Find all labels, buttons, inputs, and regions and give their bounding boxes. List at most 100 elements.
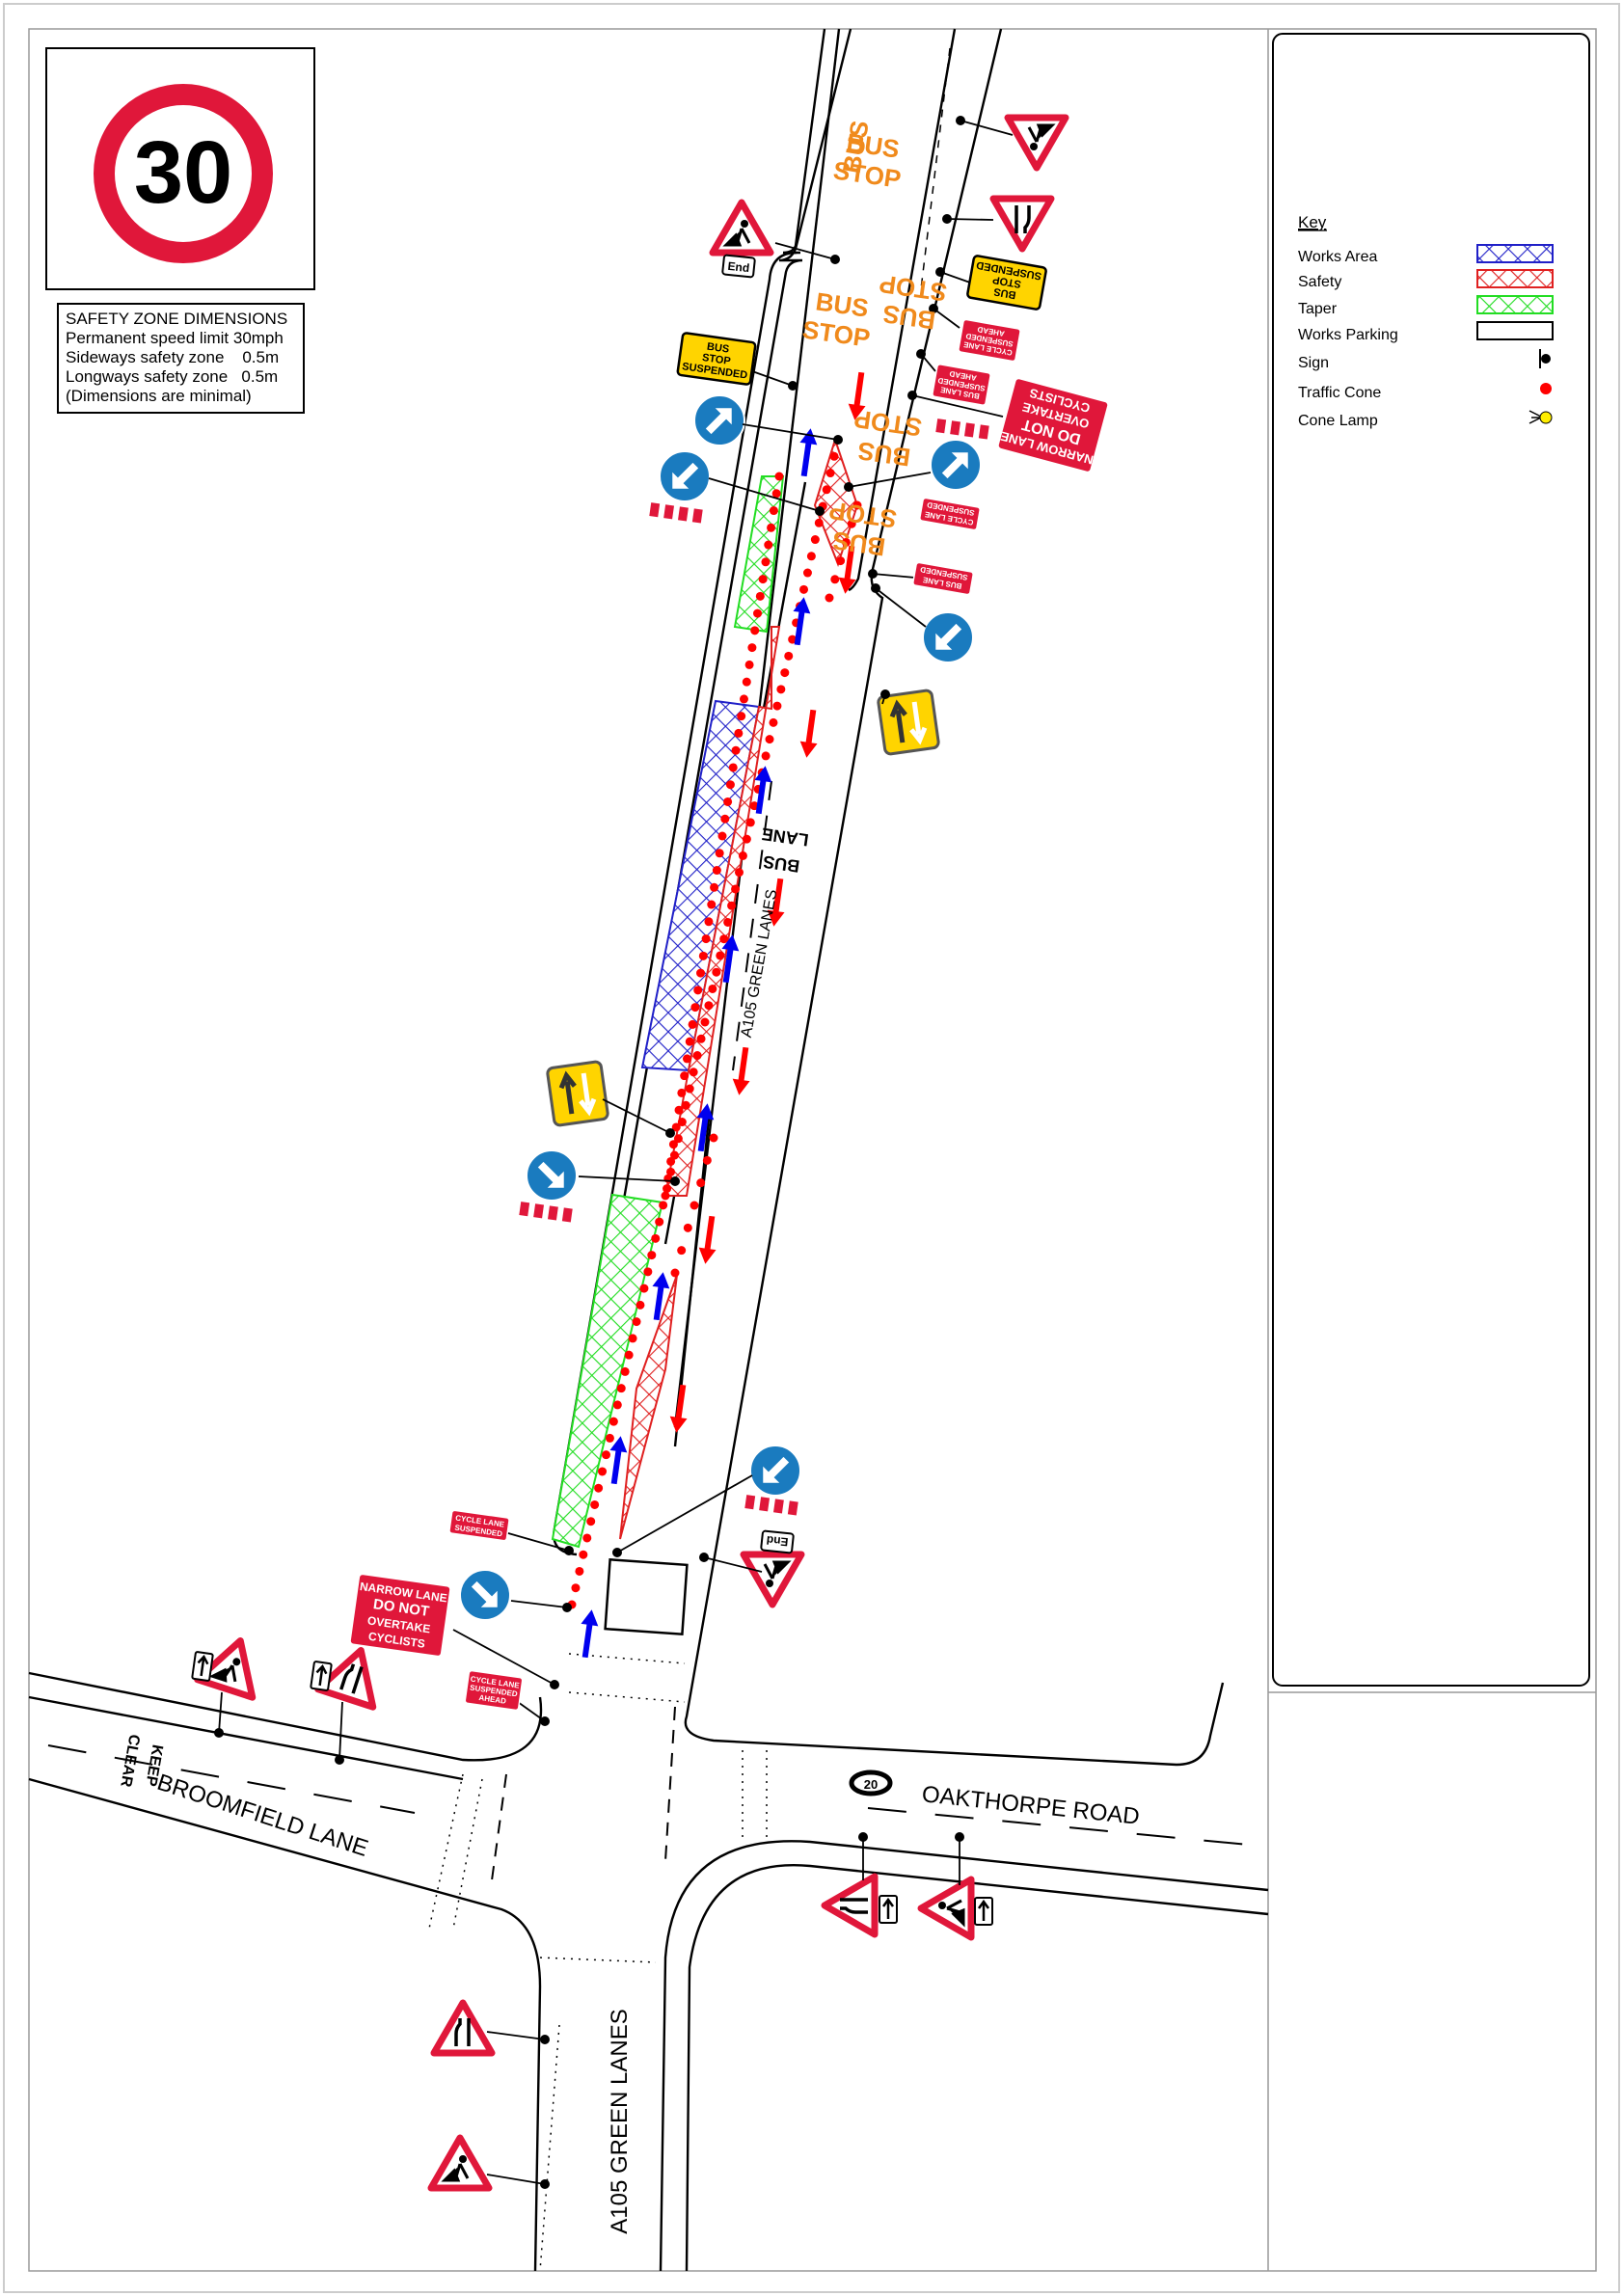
sign-post: [562, 1603, 572, 1612]
warning-triangle: [740, 1551, 805, 1608]
arrow-shape: [848, 371, 866, 420]
traffic-cone: [643, 1267, 653, 1277]
traffic-cone: [727, 901, 737, 910]
sign-text: BUS: [993, 285, 1017, 301]
traffic-cone: [677, 1088, 687, 1097]
sign-text: STOP: [701, 352, 731, 367]
traffic-cone: [702, 1155, 712, 1165]
sign-leader-line: [338, 1701, 343, 1761]
traffic-cone: [696, 968, 706, 978]
traffic-cone: [731, 884, 741, 894]
speed-20-roundel: 20: [849, 1769, 893, 1796]
traffic-cone: [780, 668, 790, 678]
sign-post: [540, 2035, 550, 2044]
sign-text: AHEAD: [478, 1693, 507, 1706]
arrow-shape: [669, 1384, 688, 1433]
key-label: Taper: [1298, 301, 1338, 317]
ahead-arrow-plate: [310, 1661, 333, 1691]
arrow-up-icon: [881, 1897, 895, 1919]
keep-left-sign: [459, 1569, 511, 1621]
works-area-swatch: [1476, 244, 1554, 263]
traffic-cone: [720, 814, 730, 824]
roadworks-icon: [938, 1902, 946, 1909]
traffic-cone: [814, 518, 824, 527]
arrow-shape: [537, 1161, 564, 1188]
sign-post: [670, 1176, 680, 1186]
arrow-shape: [838, 545, 856, 594]
traffic-cone: [647, 1251, 657, 1260]
arrow-icon: [935, 623, 962, 650]
traffic-cone: [745, 818, 755, 827]
keep-left-sign: [526, 1149, 578, 1202]
arrow-icon: [941, 452, 968, 479]
warning-triangle: [709, 199, 774, 257]
sign-text: End: [727, 259, 750, 275]
roadworks-warning-sign: [709, 199, 774, 257]
traffic-cone-icon: [1540, 383, 1552, 394]
traffic-cone: [744, 660, 754, 669]
road-narrows-icon: [840, 1898, 868, 1914]
sign-leader-line: [708, 477, 821, 512]
traffic-cone: [670, 1268, 680, 1278]
roadworks-icon: [441, 2163, 470, 2182]
end-plate: End: [721, 254, 756, 279]
sign-leader-line: [751, 370, 794, 387]
arrow-up-icon: [197, 1654, 209, 1677]
narrow-lane-sign: NARROW LANE DO NOT OVERTAKE CYCLISTS: [996, 377, 1110, 473]
traffic-cone: [661, 1191, 670, 1201]
sign-post: [929, 304, 938, 313]
traffic-cone: [767, 523, 776, 532]
sign-post-icon: [1539, 349, 1551, 368]
traffic-cone: [651, 1233, 661, 1243]
traffic-cone: [680, 1071, 690, 1081]
key-label: Sign: [1298, 355, 1329, 371]
barrier-stripe: [950, 420, 961, 436]
traffic-cone: [799, 584, 809, 594]
arrow-icon: [537, 1161, 564, 1188]
sign-post: [844, 482, 853, 492]
bus-lane-marking: BUS: [762, 851, 800, 876]
traffic-cone: [836, 556, 846, 566]
warning-triangle: [430, 1999, 496, 2057]
sign-leader-line: [578, 1175, 676, 1182]
arrow-shape: [696, 1103, 715, 1152]
traffic-cone: [728, 763, 738, 772]
blue-arrow-up-icon: [609, 1436, 628, 1485]
barrier-stripe: [773, 1499, 784, 1514]
sign-post: [699, 1553, 709, 1562]
traffic-cones: [567, 435, 862, 1609]
speed-limit-value: 30: [134, 123, 232, 222]
sign-post: [830, 255, 840, 264]
roadworks-icon: [763, 1560, 792, 1580]
traffic-cone: [719, 934, 729, 944]
keep-left-sign: [659, 450, 711, 502]
sign-post: [871, 583, 880, 593]
traffic-cone: [704, 1001, 714, 1011]
roadworks-icon: [232, 1658, 241, 1666]
traffic-cone: [579, 1550, 588, 1559]
roadworks-icon: [1030, 143, 1038, 150]
traffic-cone: [712, 967, 721, 977]
arrow-shape: [652, 1272, 670, 1321]
traffic-cone: [707, 900, 717, 909]
key-label: Works Area: [1298, 249, 1378, 265]
bus-lane-suspended-ahead-sign: BUS LANE SUSPENDED AHEAD: [932, 364, 991, 406]
traffic-cone: [810, 535, 820, 545]
arrow-icon: [672, 462, 699, 489]
barrier-stripe: [533, 1203, 545, 1219]
road-network: [28, 28, 1269, 2272]
sign-leader-line: [218, 1691, 223, 1734]
traffic-cone: [594, 1483, 604, 1493]
traffic-cone: [609, 1417, 618, 1426]
sign-post: [550, 1680, 559, 1689]
traffic-cone: [753, 608, 763, 618]
cycle-lane-suspended-ahead-sign: CYCLE LANE SUSPENDED AHEAD: [464, 1669, 524, 1712]
safety-zone-lower: [619, 1274, 678, 1540]
safety-zone-line: (Dimensions are minimal): [66, 387, 252, 405]
cycle-lane-suspended-ahead-sign: CYCLE LANE SUSPENDED AHEAD: [958, 318, 1021, 363]
arrow-shape: [732, 1046, 750, 1095]
traffic-cone: [731, 745, 741, 755]
traffic-cone: [575, 1566, 584, 1576]
traffic-cone: [628, 1334, 637, 1343]
roadworks-warning-sign: [194, 1636, 257, 1701]
